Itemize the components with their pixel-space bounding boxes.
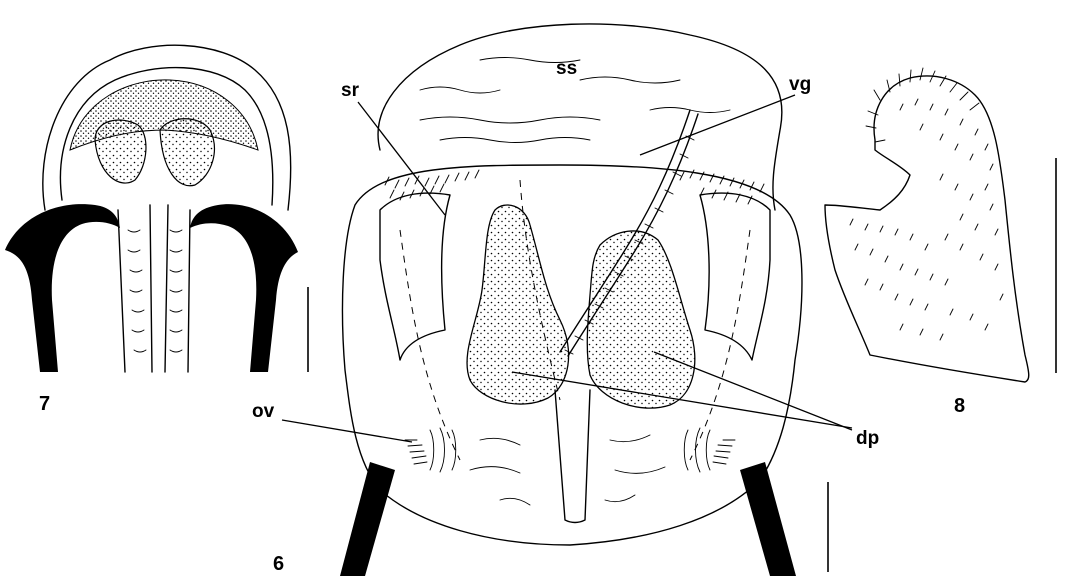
- label-ss: ss: [556, 58, 577, 79]
- figure-number-7: 7: [39, 393, 50, 415]
- figure-number-8: 8: [954, 395, 965, 417]
- leader-vg: [640, 95, 795, 155]
- figure-8-drawing: [825, 68, 1029, 382]
- figure-number-6: 6: [273, 553, 284, 575]
- figure-7-drawing: [5, 45, 298, 372]
- label-ov: ov: [252, 401, 275, 422]
- label-sr: sr: [341, 80, 360, 101]
- label-dp: dp: [856, 428, 879, 449]
- label-vg: vg: [789, 74, 811, 95]
- leader-ov: [282, 420, 412, 442]
- figure-6-drawing: [340, 24, 802, 576]
- leader-sr: [358, 102, 445, 215]
